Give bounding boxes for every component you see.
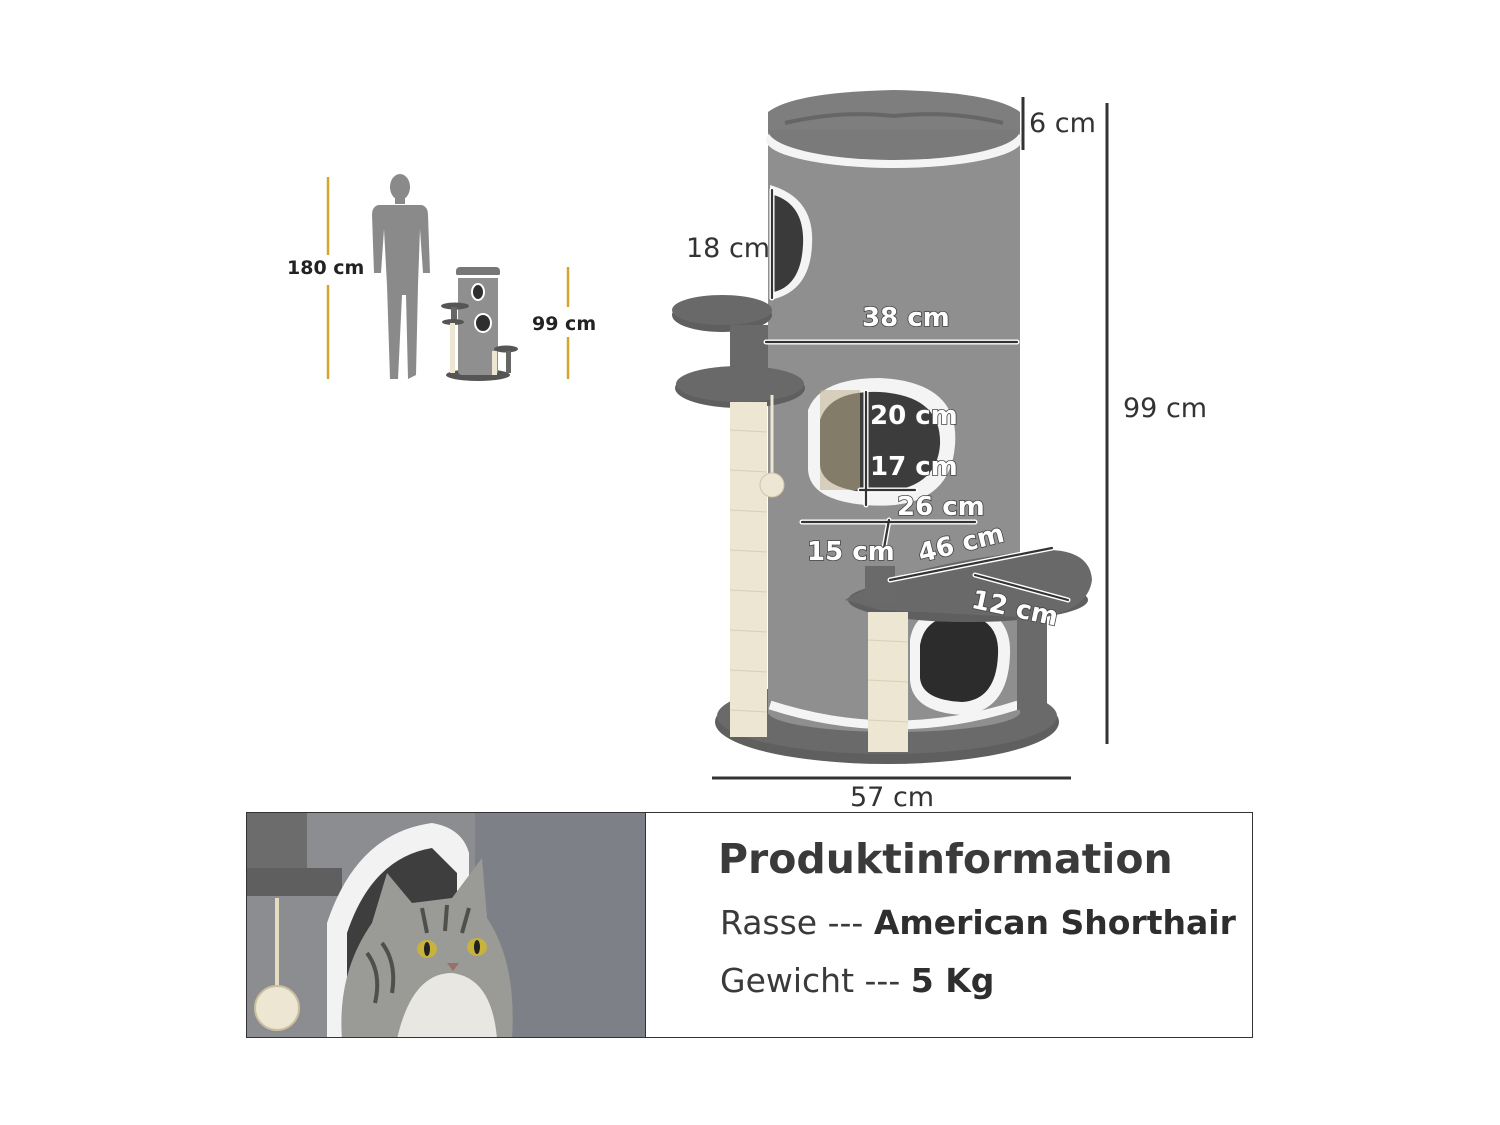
tree-height-label: 99 cm <box>532 313 597 335</box>
person-icon <box>372 174 430 379</box>
size-comparison: 180 cm 99 cm <box>270 165 620 395</box>
info-weight-row: Gewicht --- 5 Kg <box>720 961 994 1000</box>
dim-middle-hole-depth-label: 15 cm <box>806 536 895 568</box>
info-weight-value: 5 Kg <box>910 961 995 1000</box>
dim-middle-hole-width-label: 26 cm <box>896 491 985 523</box>
product-info-text: Produktinformation Rasse --- American Sh… <box>645 813 1252 1037</box>
dim-total-height-label: 99 cm <box>1123 393 1208 424</box>
dim-top-rim-label: 6 cm <box>1029 108 1096 139</box>
dim-middle-hole-height-label: 20 cm <box>869 400 958 432</box>
info-title: Produktinformation <box>718 835 1173 883</box>
dim-base-width-label: 57 cm <box>850 782 935 813</box>
info-weight-label: Gewicht --- <box>720 961 901 1000</box>
info-breed-value: American Shorthair <box>873 903 1236 942</box>
cat-photo <box>247 813 645 1037</box>
mini-cat-tree-icon <box>441 267 518 381</box>
cat-photo-graphic <box>247 813 645 1037</box>
product-info-box: Produktinformation Rasse --- American Sh… <box>246 812 1253 1038</box>
info-breed-label: Rasse --- <box>720 903 864 942</box>
dim-upper-hole-label: 18 cm <box>686 233 771 264</box>
dim-middle-hole-inner-label: 17 cm <box>869 451 958 483</box>
cat-tree-illustration <box>672 90 1109 780</box>
dim-tower-diameter-label: 38 cm <box>861 302 950 334</box>
person-height-label: 180 cm <box>287 257 365 279</box>
size-comparison-graphic <box>326 174 570 381</box>
info-breed-row: Rasse --- American Shorthair <box>720 903 1236 942</box>
